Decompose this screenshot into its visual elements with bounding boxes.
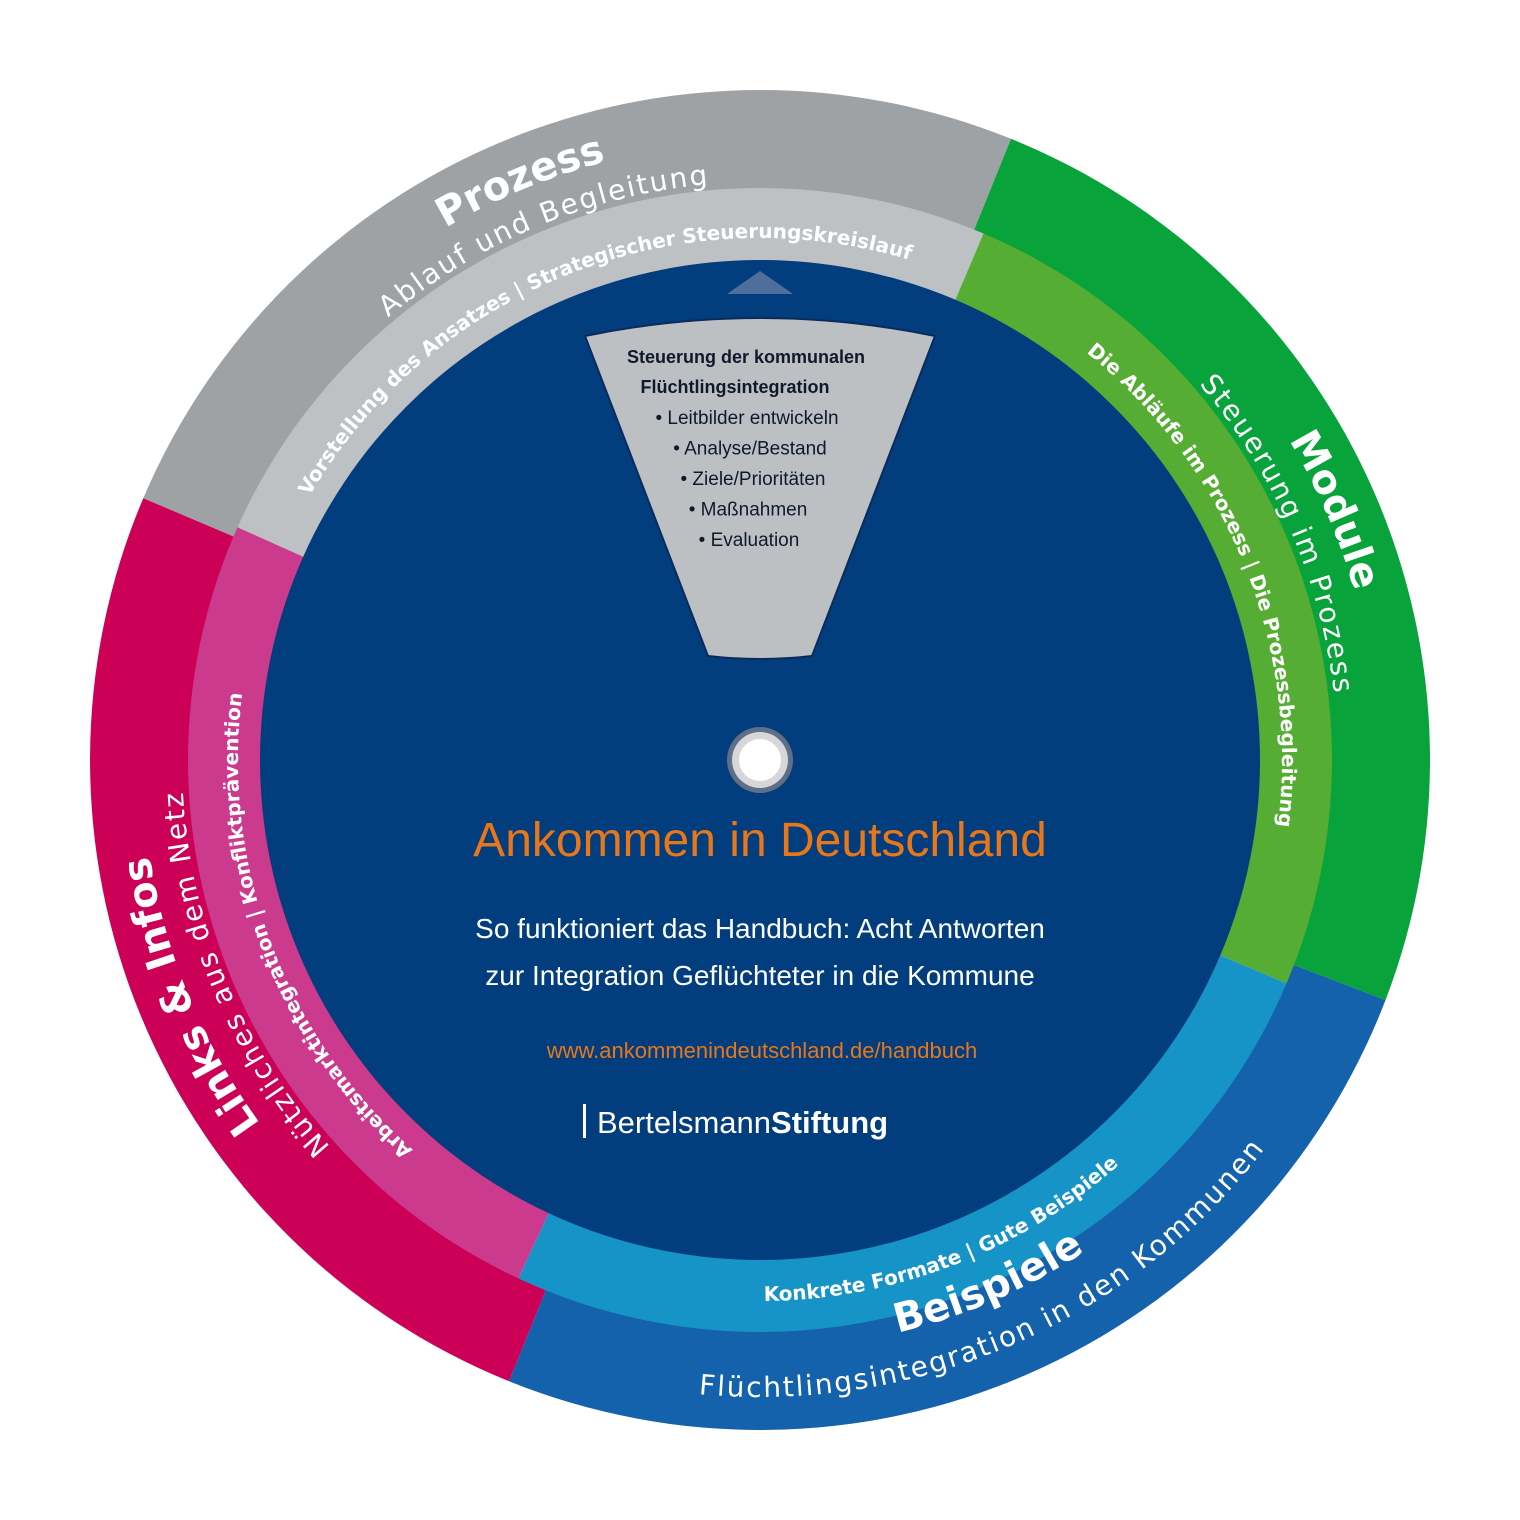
logo-text: BertelsmannStiftung bbox=[597, 1105, 888, 1140]
center-url-link[interactable]: www.ankommenindeutschland.de/handbuch bbox=[546, 1038, 978, 1063]
inner-segment-prozess[interactable] bbox=[237, 188, 984, 559]
inner-segment-beispiele[interactable] bbox=[518, 953, 1287, 1332]
window-list-item: • Ziele/Prioritäten bbox=[681, 469, 826, 490]
window-list-item: • Evaluation bbox=[699, 530, 800, 551]
center-hub bbox=[727, 727, 793, 793]
inner-ring bbox=[188, 188, 1332, 1332]
window-heading-2: Flüchtlingsintegration bbox=[641, 377, 830, 397]
hub-hole bbox=[739, 739, 781, 781]
window-heading-1: Steuerung der kommunalen bbox=[627, 347, 865, 367]
info-window bbox=[583, 317, 937, 660]
outer-segment-prozess[interactable] bbox=[143, 90, 1012, 538]
outer-segment-module[interactable] bbox=[973, 138, 1430, 1001]
bertelsmann-logo: BertelsmannStiftung bbox=[583, 1104, 888, 1140]
center-title: Ankommen in Deutschland bbox=[473, 814, 1047, 867]
outer-segment-beispiele[interactable] bbox=[509, 964, 1386, 1430]
window-content: Steuerung der kommunalen Flüchtlingsinte… bbox=[627, 347, 865, 551]
outer-ring bbox=[90, 90, 1430, 1430]
outer-segment-links[interactable] bbox=[90, 498, 547, 1382]
logo-bar bbox=[583, 1104, 586, 1138]
window-list-item: • Analyse/Bestand bbox=[673, 439, 826, 460]
inner-segment-links[interactable] bbox=[188, 527, 551, 1279]
window-list-item: • Leitbilder entwickeln bbox=[655, 408, 838, 429]
center-description-line-2: zur Integration Geflüchteter in die Komm… bbox=[485, 960, 1034, 991]
pointer-arrow-icon bbox=[727, 271, 793, 294]
inner-segment-module[interactable] bbox=[953, 233, 1332, 984]
center-description-line-1: So funktioniert das Handbuch: Acht Antwo… bbox=[475, 913, 1045, 944]
logo-regular: Bertelsmann bbox=[597, 1105, 771, 1140]
logo-bold: Stiftung bbox=[771, 1105, 888, 1140]
window-list-item: • Maßnahmen bbox=[689, 500, 808, 521]
